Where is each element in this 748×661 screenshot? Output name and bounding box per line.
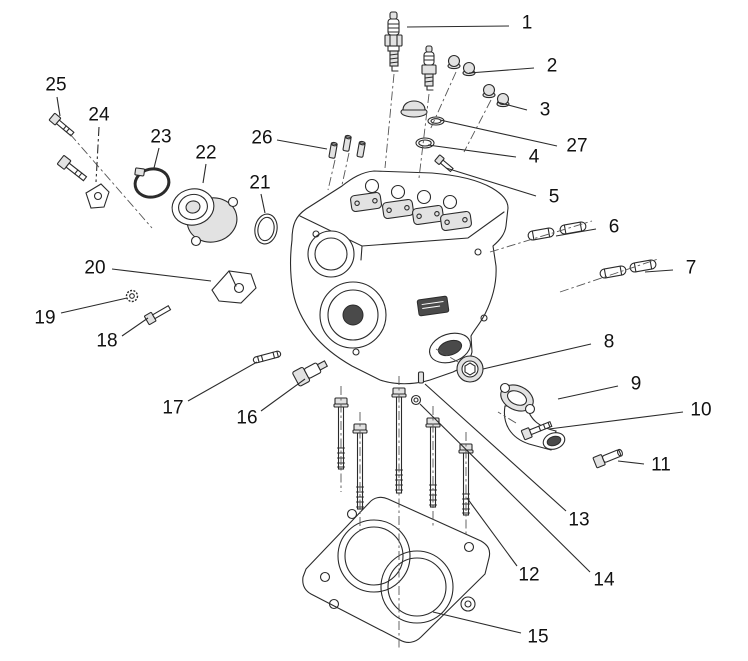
leader-line-1 [406,25,510,28]
leader-line-16 [260,378,306,412]
callout-22: 22 [195,142,217,164]
part-bracket [211,270,257,304]
part-valve-cap-set-upper [447,54,476,77]
callout-2: 2 [546,55,558,77]
leader-line-20 [111,268,212,282]
leader-line-12 [466,497,518,567]
leader-line-23 [153,147,160,169]
part-breather-cap [400,100,428,118]
part-spark-plug-secondary [421,45,437,91]
callout-16: 16 [236,407,258,429]
callout-5: 5 [548,186,560,208]
leader-line-17 [187,361,258,402]
callout-17: 17 [162,397,184,419]
part-bolt-upper-left [48,112,75,137]
leader-line-8 [482,343,592,370]
part-dowel-pins-lower [599,259,657,279]
part-head-gasket [302,496,491,643]
callout-7: 7 [685,257,697,279]
part-flange-bolt [144,305,172,326]
callout-10: 10 [690,399,712,421]
part-spark-plug-main [384,11,403,72]
leader-line-15 [432,611,522,634]
leader-line-6 [555,228,597,237]
assembly-axis-lines [69,71,659,648]
leader-line-25 [56,96,61,117]
leader-line-24 [95,126,100,183]
callout-18: 18 [96,330,118,352]
callout-4: 4 [528,146,540,168]
leader-line-4 [427,144,517,158]
callout-20: 20 [84,257,106,279]
part-sleeve-bolt [592,448,623,469]
part-water-outlet [499,382,566,451]
part-cylinder-head [290,170,509,385]
callout-14: 14 [593,569,615,591]
callout-8: 8 [603,331,615,353]
callout-25: 25 [45,74,67,96]
part-thermostat-cap [456,355,484,383]
callout-11: 11 [651,454,671,476]
part-hose-clamp [133,167,171,199]
part-outlet-bolt [520,420,553,441]
leader-line-3 [496,101,528,111]
callout-1: 1 [521,12,533,34]
part-temp-sensor [292,360,329,387]
leader-line-21 [260,193,266,214]
part-intake-manifold [171,188,239,247]
part-valve-guides [328,134,366,159]
callout-15: 15 [527,626,549,648]
callout-3: 3 [539,99,551,121]
callout-26: 26 [251,127,273,149]
callout-19: 19 [34,307,56,329]
part-small-nut [410,394,422,406]
leader-line-5 [445,167,537,197]
callout-13: 13 [568,509,590,531]
leader-line-10 [548,411,684,430]
leader-line-27 [439,119,558,147]
leader-line-9 [557,385,619,400]
part-stud [252,350,282,364]
leader-line-19 [60,297,128,314]
part-bracket-small [85,183,110,209]
part-bolt-lower-left [57,155,88,182]
callout-6: 6 [608,216,620,238]
part-small-stud [417,371,425,384]
callout-9: 9 [630,373,642,395]
leader-line-7 [644,269,674,273]
callout-27: 27 [566,135,588,157]
leader-line-2 [468,67,535,74]
callout-12: 12 [518,564,540,586]
leader-line-13 [424,383,567,512]
callout-21: 21 [249,172,271,194]
callout-23: 23 [150,126,172,148]
leader-line-18 [121,317,149,337]
callout-24: 24 [88,104,110,126]
leader-line-26 [276,139,328,150]
leader-line-11 [617,460,645,465]
part-spring-washer [125,289,139,303]
part-oring-large [254,213,278,245]
leader-line-14 [419,403,591,573]
leader-line-22 [202,163,207,184]
